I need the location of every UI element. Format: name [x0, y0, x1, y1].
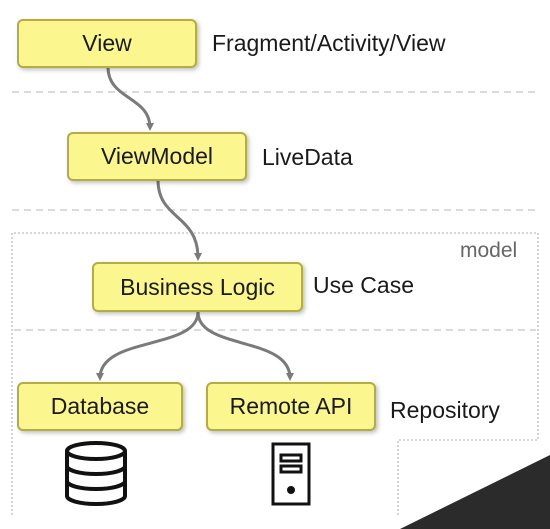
database-icon	[65, 441, 127, 506]
viewmodel-box: ViewModel	[67, 132, 247, 181]
use-case-label: Use Case	[313, 272, 414, 298]
remote-api-box: Remote API	[206, 382, 376, 431]
server-icon	[271, 442, 311, 506]
model-region-label: model	[460, 239, 518, 262]
viewmodel-layer-label: LiveData	[262, 144, 353, 170]
view-box: View	[17, 19, 197, 68]
arrow-business-to-database	[96, 311, 200, 381]
repository-label: Repository	[390, 397, 500, 423]
corner-shadow	[400, 455, 550, 529]
arrow-view-to-viewmodel	[106, 66, 154, 131]
business-logic-box: Business Logic	[92, 262, 303, 312]
arrow-business-to-remote	[196, 311, 294, 381]
arrow-viewmodel-to-business	[156, 179, 202, 261]
database-box: Database	[17, 382, 183, 431]
view-layer-label: Fragment/Activity/View	[212, 30, 446, 56]
